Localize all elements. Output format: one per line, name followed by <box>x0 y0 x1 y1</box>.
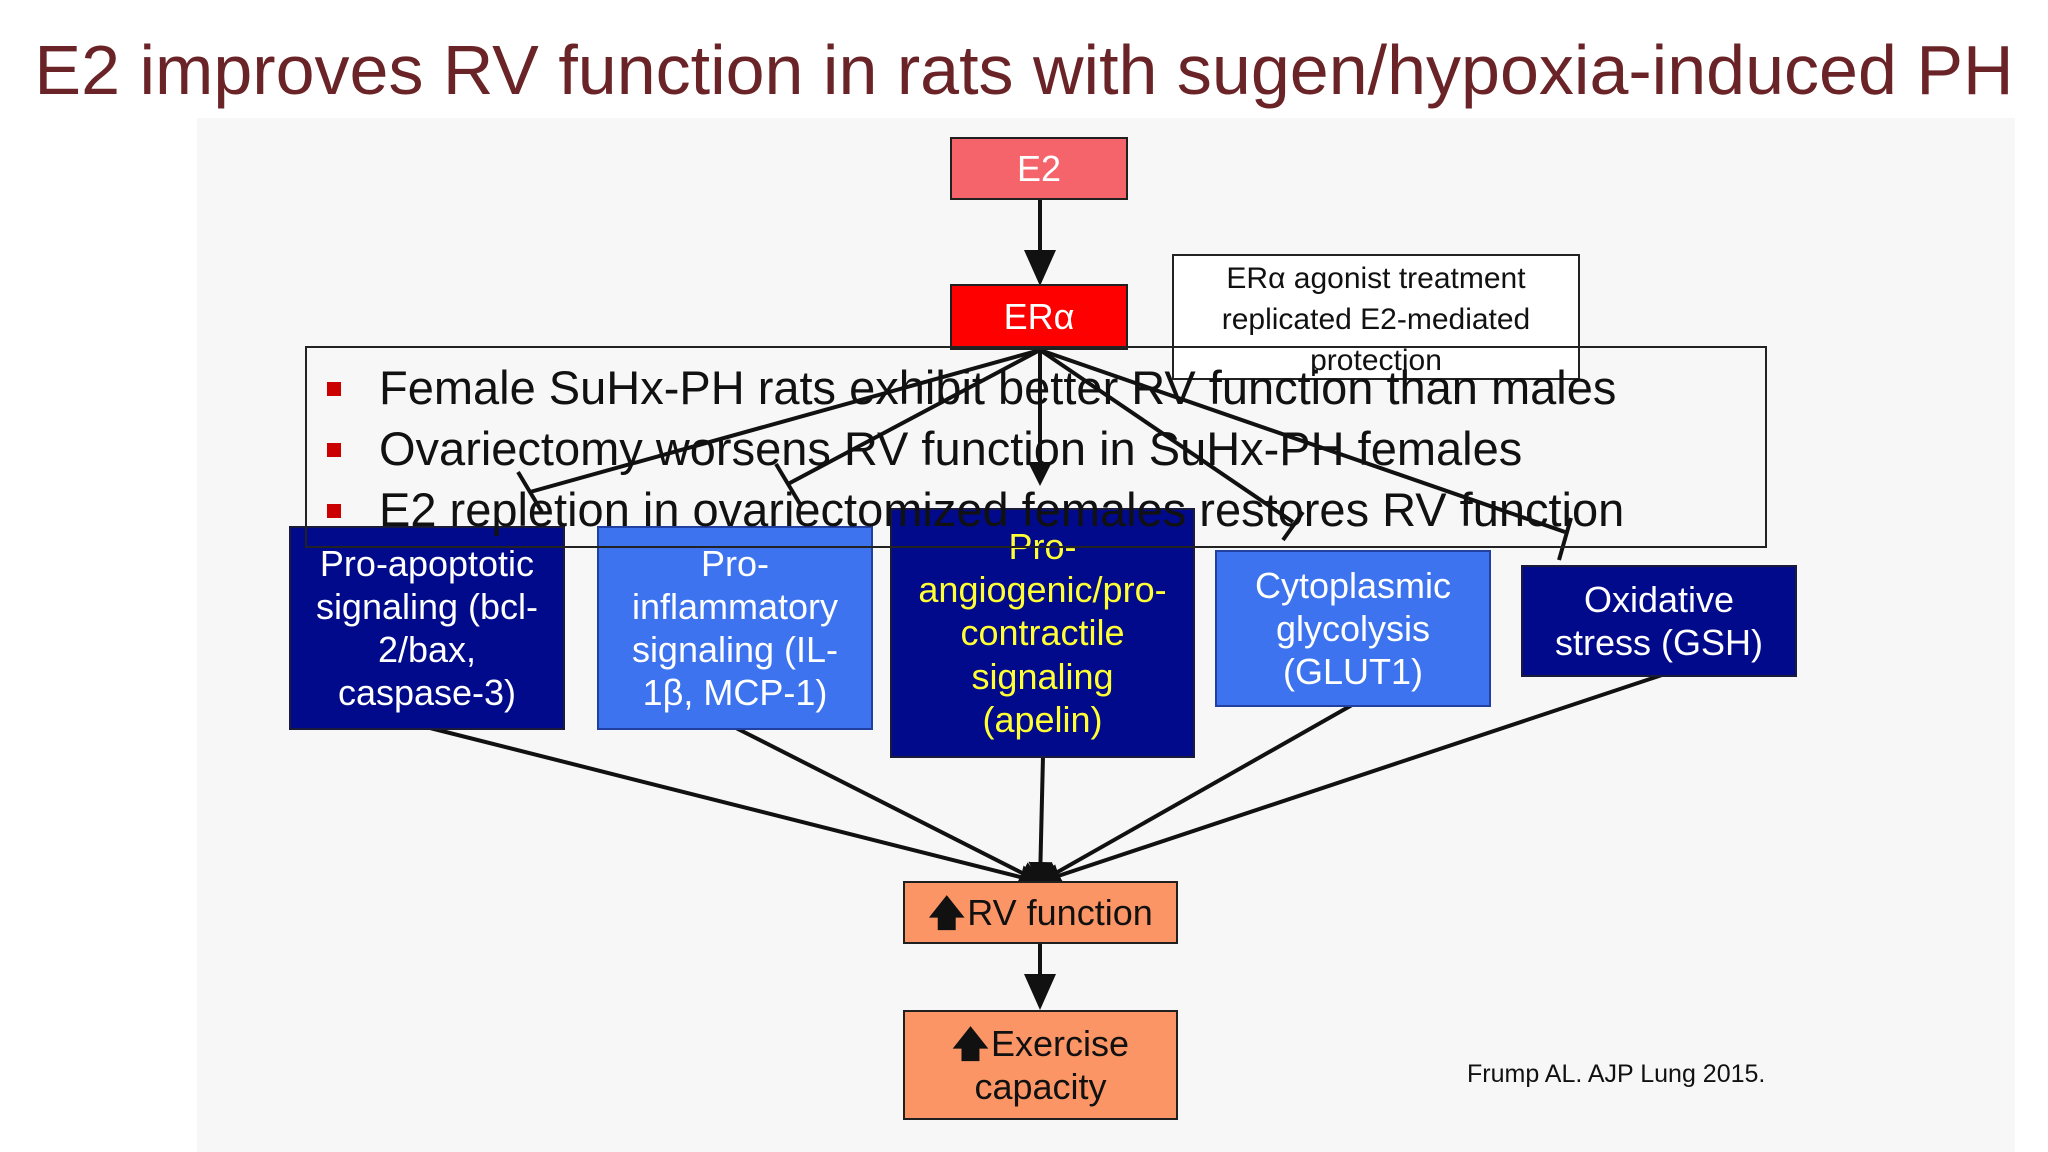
pro-inflammatory-node: Pro- inflammatory signaling (IL- 1β, MCP… <box>597 526 873 730</box>
arrow-oxidative-to-rv <box>1036 673 1663 888</box>
e2-label: E2 <box>1016 147 1062 189</box>
inhibit-line-inflammatory <box>787 348 1041 486</box>
inhibit-bar-inflammatory <box>774 462 802 506</box>
arrow-glycolysis-to-rv <box>1036 703 1353 884</box>
rv-function-label: RV function <box>967 891 1153 933</box>
node-text-line: angiogenic/pro- <box>918 569 1167 611</box>
inhibit-line-glycolysis <box>1038 348 1295 524</box>
node-text-line: signaling (IL- <box>631 629 839 670</box>
key-findings-list: Female SuHx-PH rats exhibit better RV fu… <box>305 346 1767 548</box>
up-arrow-icon: 🡅 <box>951 1022 989 1064</box>
glycolysis-node: Cytoplasmic glycolysis (GLUT1) <box>1215 550 1491 707</box>
bullet-square-icon <box>327 382 341 396</box>
agonist-note-line: protection <box>1310 344 1442 377</box>
node-text-line: 1β, MCP-1) <box>642 672 828 714</box>
era-node: ERα <box>950 284 1128 350</box>
exercise-label: Exercise <box>990 1022 1130 1064</box>
node-text-line: Cytoplasmic <box>1254 564 1452 606</box>
node-text-line: glycolysis <box>1275 607 1431 649</box>
node-text-line: inflammatory <box>631 585 839 627</box>
slide-title: E2 improves RV function in rats with sug… <box>34 31 2014 109</box>
node-text-line: (apelin) <box>982 698 1103 740</box>
bullet-text: Ovariectomy worsens RV function in SuHx-… <box>379 422 1523 475</box>
oxidative-stress-node: Oxidative stress (GSH) <box>1521 565 1797 677</box>
node-text-line: Pro-apoptotic <box>319 542 535 584</box>
inhibit-bar-oxidative <box>1557 517 1573 561</box>
pro-apoptotic-node: Pro-apoptotic signaling (bcl- 2/bax, cas… <box>289 526 565 730</box>
pro-angiogenic-node: Pro- angiogenic/pro- contractile signali… <box>890 508 1195 758</box>
agonist-note-line: replicated E2-mediated <box>1221 303 1531 336</box>
node-text-line: (GLUT1) <box>1282 651 1423 693</box>
up-arrow-icon: 🡅 <box>928 891 966 933</box>
arrow-apoptotic-to-rv <box>429 726 1044 889</box>
node-text-line: contractile <box>960 612 1125 654</box>
citation: Frump AL. AJP Lung 2015. <box>1467 1060 1766 1088</box>
bullet-text: E2 repletion in ovariectomized females r… <box>379 483 1625 536</box>
node-text-line: stress (GSH) <box>1554 622 1763 663</box>
agonist-note: ERα agonist treatment replicated E2-medi… <box>1172 254 1580 380</box>
node-text-line: signaling (bcl- <box>315 585 539 627</box>
bullet-text: Female SuHx-PH rats exhibit better RV fu… <box>379 361 1617 414</box>
exercise-label: capacity <box>974 1066 1107 1107</box>
arrow-inflammatory-to-rv <box>735 726 1044 884</box>
inhibit-bar-apoptotic <box>516 470 544 514</box>
arrow-angiogenic-to-rv <box>1028 755 1053 886</box>
node-text-line: signaling <box>971 655 1114 697</box>
bullet-square-icon <box>327 443 341 457</box>
node-text-line: Oxidative <box>1583 578 1735 620</box>
exercise-line-1: 🡅Exercise <box>952 1022 1129 1065</box>
inhibit-bar-glycolysis <box>1281 510 1305 542</box>
e2-node: E2 <box>950 137 1128 200</box>
era-label: ERα <box>1003 296 1075 338</box>
rv-function-node: 🡅RV function <box>903 881 1178 944</box>
exercise-capacity-node: 🡅Exercise capacity <box>903 1010 1178 1120</box>
inhibit-line-apoptotic <box>529 348 1041 494</box>
node-text-line: caspase-3) <box>337 672 517 714</box>
node-text-line: Pro- <box>700 542 769 584</box>
node-text-line: 2/bax, <box>377 629 477 670</box>
agonist-note-line: ERα agonist treatment <box>1226 262 1526 295</box>
bullet-square-icon <box>327 504 341 518</box>
inhibit-line-oxidative <box>1039 348 1566 534</box>
